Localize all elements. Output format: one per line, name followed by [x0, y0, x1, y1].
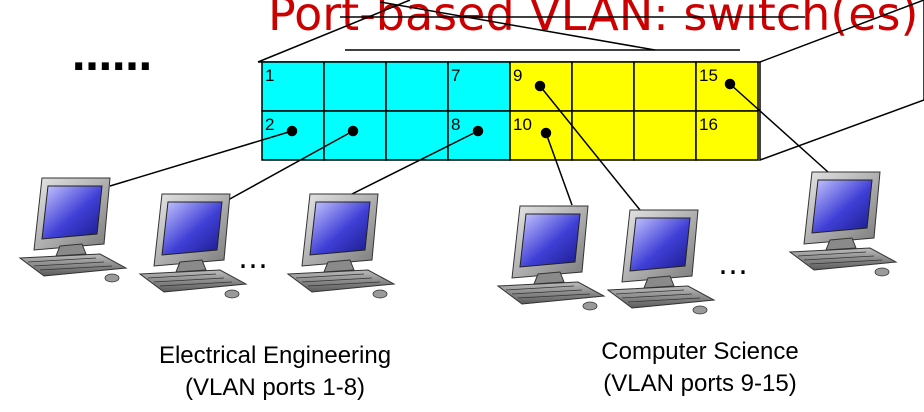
switch-port-cs — [695, 110, 759, 161]
port-dot — [540, 127, 552, 139]
switch-port-ee — [323, 61, 387, 112]
switch-port-ee — [261, 61, 325, 112]
port-number-label: 2 — [265, 115, 274, 134]
port-dot — [347, 125, 359, 137]
cable-port2 — [109, 130, 293, 187]
port-number-label: 1 — [265, 66, 274, 85]
ee-caption-ports: (VLAN ports 1-8) — [184, 374, 366, 401]
switch-port-cs — [633, 61, 697, 112]
ee-caption: Electrical Engineering (VLAN ports 1-8) — [100, 340, 450, 404]
switch-port-cs — [509, 110, 573, 161]
switch-inner-line-3 — [379, 1, 656, 51]
cable-port10 — [545, 132, 573, 206]
switch-port-ee — [385, 110, 449, 161]
switch-top-right-edge — [759, 0, 924, 63]
port-dot — [724, 78, 736, 90]
cs-caption-title: Computer Science — [601, 338, 799, 365]
desktop-computer-icon — [139, 193, 247, 299]
ee-caption-title: Electrical Engineering — [158, 342, 392, 369]
port-number-label: 9 — [513, 66, 522, 85]
port-number-label: 10 — [513, 115, 532, 134]
switch-port-ee — [385, 61, 449, 112]
port-number-label: 7 — [451, 66, 460, 85]
port-dot — [534, 80, 546, 92]
slide-title: Port-based VLAN: switch(es) can be confi… — [268, 0, 924, 41]
port-number-label: 16 — [699, 115, 718, 134]
switch-port-cs — [571, 110, 635, 161]
cs-caption: Computer Science (VLAN ports 9-15) — [545, 336, 855, 400]
desktop-computer-icon — [287, 193, 395, 299]
cable-port2b — [227, 130, 354, 201]
switch-port-cs — [571, 61, 635, 112]
more-cs-computers-ellipsis: … — [718, 247, 748, 282]
switch-port-cs — [633, 110, 697, 161]
port-grid: 1 7 9 15 2 8 10 16 — [261, 61, 759, 161]
cs-caption-ports: (VLAN ports 9-15) — [603, 370, 797, 397]
desktop-computer-icon — [607, 209, 715, 315]
cable-port8 — [339, 130, 479, 201]
switch-top-edge — [257, 0, 411, 63]
more-ee-computers-ellipsis: … — [238, 241, 268, 276]
more-switches-ellipsis: …… — [72, 34, 152, 80]
cable-port9 — [539, 85, 641, 211]
port-number-label: 8 — [451, 115, 460, 134]
port-number-label: 15 — [699, 66, 718, 85]
desktop-computer-icon — [497, 205, 605, 311]
cable-port15 — [729, 83, 829, 173]
connections — [109, 78, 829, 211]
desktop-computer-icon — [789, 171, 897, 277]
port-dot — [472, 125, 484, 137]
port-dot — [286, 125, 298, 137]
desktop-computer-icon — [19, 177, 127, 283]
